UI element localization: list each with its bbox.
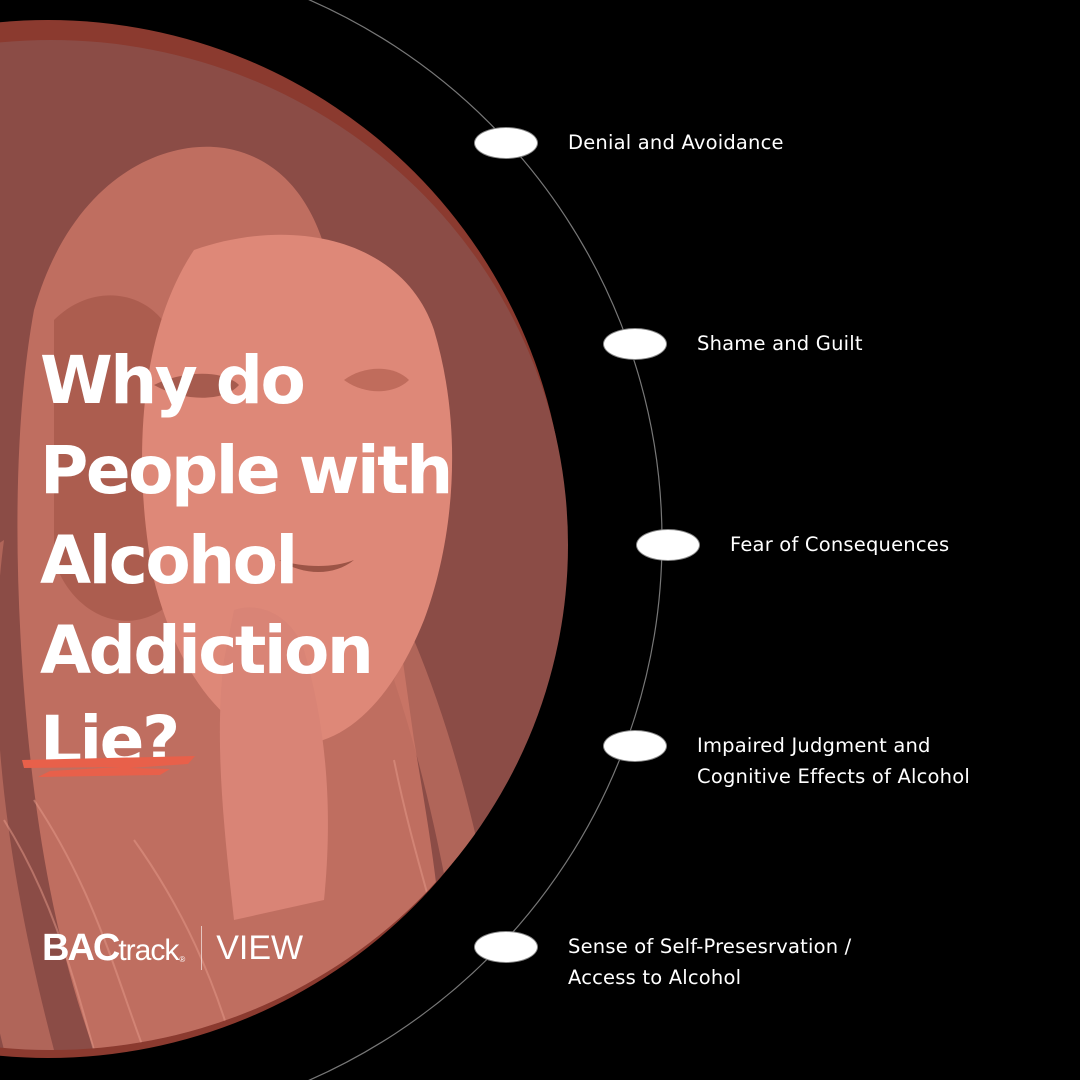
headline-line-4: Addiction (40, 612, 374, 689)
headline: Why do People with Alcohol Addiction Lie… (40, 336, 453, 786)
reason-item-4: Impaired Judgment and Cognitive Effects … (603, 730, 1017, 792)
logo-divider (201, 926, 203, 970)
registered-mark-icon: ® (179, 954, 186, 964)
timeline-node-icon (636, 529, 700, 561)
hero-photo (0, 40, 568, 1050)
bactrack-view-logo: BAC track ® VIEW (42, 926, 303, 970)
reason-label: Impaired Judgment and Cognitive Effects … (697, 734, 970, 788)
headline-line-3: Alcohol (40, 522, 298, 599)
timeline-node-icon (474, 931, 538, 963)
brush-underline (22, 756, 195, 777)
reason-item-3: Fear of Consequences (636, 529, 1050, 561)
reason-label: Fear of Consequences (730, 533, 950, 556)
logo-view-text: VIEW (216, 928, 304, 967)
reason-item-5: Sense of Self-Presesrvation / Access to … (474, 931, 908, 993)
reason-item-2: Shame and Guilt (603, 328, 1017, 360)
logo-bac-text: BAC (42, 926, 120, 969)
logo-track-text: track (118, 934, 179, 967)
masked-woman-illustration (0, 146, 514, 1050)
reason-label: Sense of Self-Presesrvation / Access to … (568, 935, 852, 989)
timeline-node-icon (603, 328, 667, 360)
timeline-node-icon (474, 127, 538, 159)
headline-line-1: Why do (40, 342, 306, 419)
timeline-node-icon (603, 730, 667, 762)
headline-line-2: People with (40, 432, 453, 509)
reason-item-1: Denial and Avoidance (474, 127, 888, 159)
reason-label: Shame and Guilt (697, 332, 863, 355)
reason-label: Denial and Avoidance (568, 131, 784, 154)
